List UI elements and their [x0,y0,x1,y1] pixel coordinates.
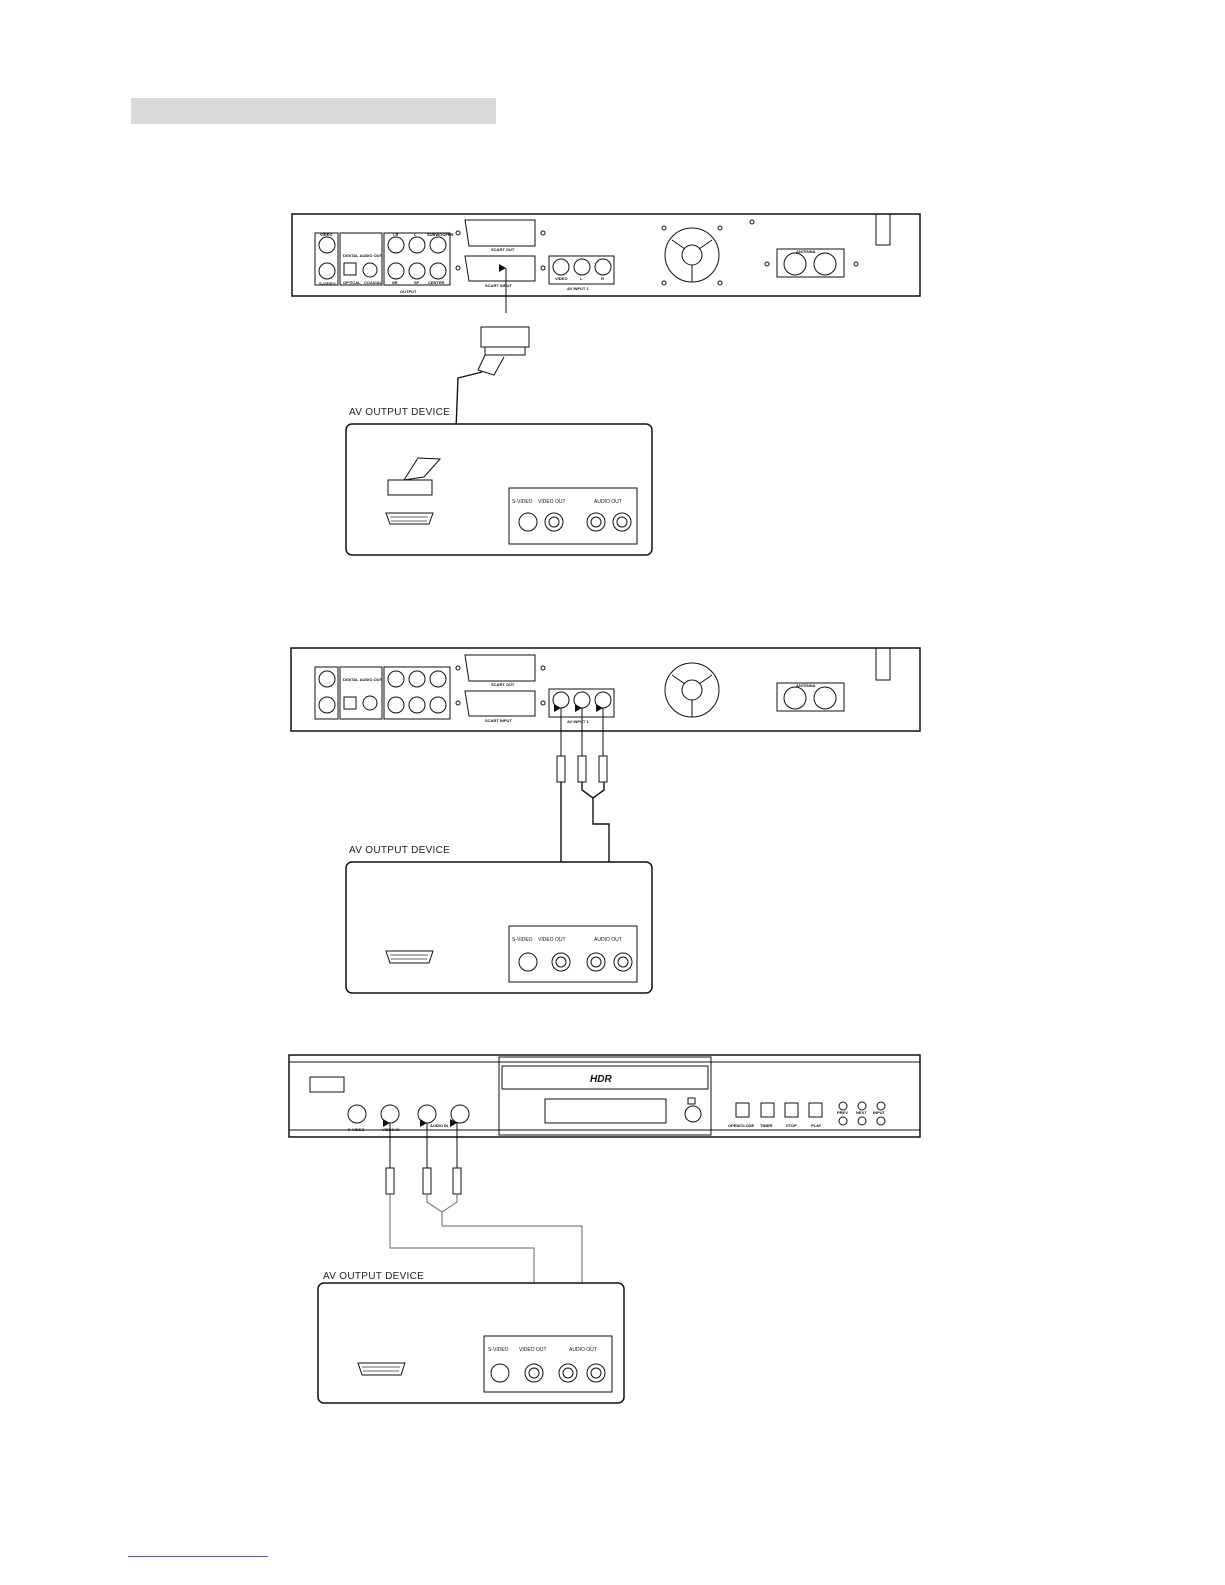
scart-plug-top [477,326,530,376]
front-svideo-label: S-VIDEO [348,1127,364,1132]
recorder-front-panel: S-VIDEO VIDEO IN AUDIO IN HDR OPEN/CLOSE… [288,1054,921,1138]
coaxial-label: COAXIAL [364,280,383,285]
digital-audio-out-label-2: DIGITAL AUDIO OUT [343,677,383,682]
scart-out-label-2: SCART OUT [491,682,515,687]
av-output-device-label-1: AV OUTPUT DEVICE [349,407,450,418]
av-input-label: AV INPUT 1 [567,286,589,291]
device-video-out-label: VIDEO OUT [538,499,566,505]
av-output-device-3: S-VIDEO VIDEO OUT AUDIO OUT [317,1282,625,1404]
device-audio-out-label-2: AUDIO OUT [594,937,622,943]
scart-input-label-2: SCART INPUT [485,718,512,723]
front-video-in-label: VIDEO IN [382,1127,400,1132]
device-svideo-label-2: S-VIDEO [512,937,533,943]
av-output-device-label-3: AV OUTPUT DEVICE [323,1271,424,1282]
diagram-av-rear: DIGITAL AUDIO OUT SCART OUT SCART INPUT … [290,647,921,994]
antenna-label-2: ANTENNA [796,683,816,688]
svg-text:LR: LR [393,232,398,237]
svideo-label: S-VIDEO [319,281,335,286]
device-video-out-label-2: VIDEO OUT [538,937,566,943]
open-close-label: OPEN/CLOSE [728,1123,755,1128]
prev-label: PREV [837,1110,848,1115]
device-audio-out-label: AUDIO OUT [594,499,622,505]
next-label: NEXT [856,1110,867,1115]
device-audio-out-label-3: AUDIO OUT [569,1347,597,1353]
device-svideo-label: S-VIDEO [512,499,533,505]
recorder-rear-panel: VIDEO S-VIDEO DIGITAL AUDIO OUT OPTICAL … [291,213,921,297]
svg-text:VIDEO: VIDEO [555,276,567,281]
antenna-label: ANTENNA [796,249,816,254]
device-video-out-label-3: VIDEO OUT [519,1347,547,1353]
diagram-front: S-VIDEO VIDEO IN AUDIO IN HDR OPEN/CLOSE… [288,1054,921,1404]
digital-audio-out-label: DIGITAL AUDIO OUT [343,253,383,258]
optical-label: OPTICAL [343,280,361,285]
svg-text:SUBWOOFER: SUBWOOFER [427,232,454,237]
svg-text:VIDEO: VIDEO [320,232,332,237]
timer-label: TIMER [760,1123,773,1128]
svg-text:CENTER: CENTER [428,280,445,285]
diagram-scart: VIDEO S-VIDEO DIGITAL AUDIO OUT OPTICAL … [291,213,921,556]
section-heading-bar [131,98,496,124]
input-label: INPUT [873,1110,886,1115]
play-label: PLAY [811,1123,822,1128]
device-svideo-label-3: S-VIDEO [488,1347,509,1353]
svg-text:SR: SR [392,280,398,285]
output-label: OUTPUT [400,289,417,294]
svg-text:L: L [580,276,583,281]
scart-out-label: SCART OUT [491,247,515,252]
stop-label: STOP [786,1123,797,1128]
hdr-logo: HDR [590,1074,612,1085]
recorder-rear-panel-2: DIGITAL AUDIO OUT SCART OUT SCART INPUT … [290,647,921,732]
av-output-device-1: S-VIDEO VIDEO OUT AUDIO OUT [345,423,653,556]
av-input-label-2: AV INPUT 1 [567,719,589,724]
av-output-device-label-2: AV OUTPUT DEVICE [349,845,450,856]
front-audio-in-label: AUDIO IN [430,1123,448,1128]
scart-input-label: SCART INPUT [485,283,512,288]
svg-text:R: R [601,276,604,281]
av-output-device-2: S-VIDEO VIDEO OUT AUDIO OUT [345,861,653,994]
svg-text:SF: SF [414,280,420,285]
bottom-underline [128,1556,268,1557]
svg-text:L: L [414,232,417,237]
